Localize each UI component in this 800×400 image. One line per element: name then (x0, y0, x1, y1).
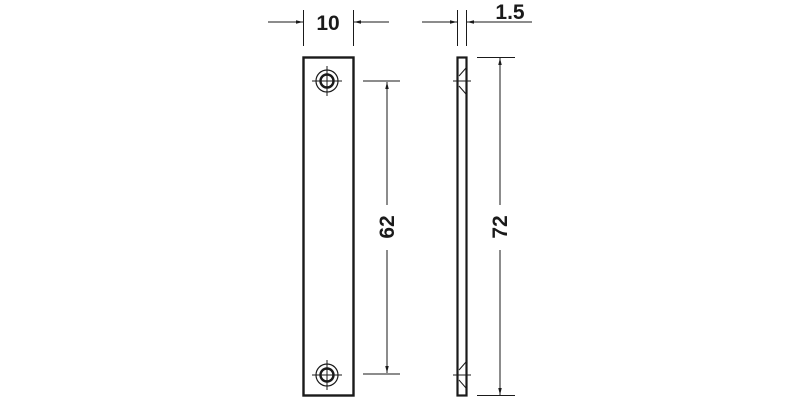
top-hole-icon (312, 66, 342, 96)
width-label: 10 (316, 12, 339, 35)
width-dimension: 10 (268, 10, 389, 46)
length-dimension: 72 (477, 57, 515, 396)
spacing-label: 62 (376, 215, 399, 238)
thickness-dimension: 1.5 (422, 1, 532, 46)
bottom-hole-icon (312, 360, 342, 390)
length-label: 72 (489, 215, 512, 238)
plate-outline (302, 56, 355, 397)
hole-spacing-dimension: 62 (363, 80, 400, 375)
thickness-label: 1.5 (495, 1, 525, 24)
plate-side-outline (456, 56, 468, 397)
side-view: 1.5 72 (422, 1, 532, 397)
front-view: 10 62 (268, 10, 400, 397)
